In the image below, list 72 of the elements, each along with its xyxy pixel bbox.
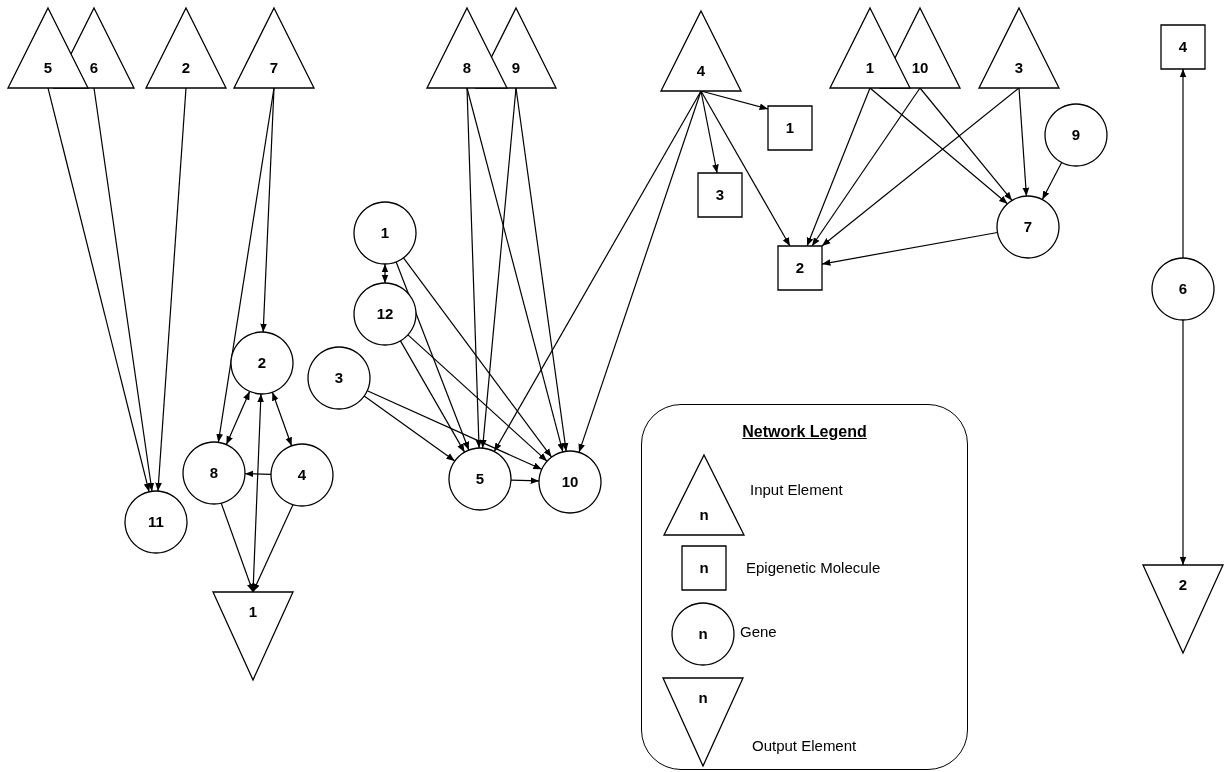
arrow bbox=[1179, 319, 1187, 566]
arrow bbox=[811, 87, 921, 247]
arrow bbox=[480, 87, 517, 449]
node-number: 6 bbox=[1178, 280, 1188, 298]
legend-entry: Epigenetic Molecule bbox=[746, 559, 881, 576]
node-number: 3 bbox=[1014, 59, 1024, 77]
arrow bbox=[1018, 87, 1030, 197]
node-number: 3 bbox=[334, 369, 344, 387]
node-number: 1 bbox=[785, 119, 795, 137]
arrow bbox=[700, 90, 719, 174]
node-number: n bbox=[698, 689, 708, 707]
node-number: 9 bbox=[1071, 126, 1081, 144]
node-number: 4 bbox=[696, 62, 706, 80]
arrow bbox=[578, 90, 702, 453]
node-number: 2 bbox=[795, 259, 805, 277]
arrow bbox=[363, 395, 456, 462]
arrow bbox=[271, 391, 293, 447]
node-number: 1 bbox=[865, 59, 875, 77]
arrow bbox=[407, 334, 548, 462]
node-number: n bbox=[698, 625, 708, 643]
node-number: 9 bbox=[511, 59, 521, 77]
legend-entry: Output Element bbox=[752, 737, 857, 754]
legend-title: Network Legend bbox=[741, 423, 868, 441]
arrow bbox=[244, 470, 272, 478]
arrow bbox=[155, 87, 187, 492]
node-number: 2 bbox=[257, 354, 267, 372]
node-number: 6 bbox=[89, 59, 99, 77]
arrow bbox=[220, 502, 254, 593]
node-number: 11 bbox=[148, 513, 164, 531]
legend-entry: Input Element bbox=[750, 481, 843, 498]
arrow bbox=[510, 477, 540, 485]
node-number: 12 bbox=[376, 305, 394, 323]
arrow bbox=[381, 263, 389, 284]
arrow bbox=[493, 90, 702, 453]
node-number: 1 bbox=[380, 224, 390, 242]
node-number: 5 bbox=[475, 470, 485, 488]
node-number: 8 bbox=[462, 59, 472, 77]
arrow bbox=[225, 390, 251, 446]
arrow bbox=[700, 90, 791, 247]
arrow bbox=[395, 261, 470, 451]
node-number: 1 bbox=[248, 603, 258, 621]
arrow bbox=[806, 87, 871, 247]
node-number: 4 bbox=[297, 466, 307, 484]
node-number: 10 bbox=[911, 59, 929, 77]
node-number: n bbox=[699, 559, 709, 577]
arrow bbox=[216, 87, 275, 443]
arrow bbox=[366, 390, 543, 470]
arrow bbox=[869, 87, 1009, 205]
node-number: 2 bbox=[181, 59, 191, 77]
arrow bbox=[466, 87, 564, 453]
arrow bbox=[93, 87, 155, 492]
arrow bbox=[1179, 68, 1187, 259]
legend-entry: Gene bbox=[740, 623, 777, 640]
arrow bbox=[260, 87, 275, 333]
node-number: 3 bbox=[715, 186, 725, 204]
node-number: 7 bbox=[269, 59, 279, 77]
node-number: 2 bbox=[1178, 576, 1188, 594]
arrow bbox=[466, 87, 483, 449]
arrow bbox=[821, 87, 1020, 247]
arrow bbox=[47, 87, 151, 493]
arrow bbox=[515, 87, 569, 452]
arrow bbox=[252, 504, 294, 593]
node-number: 8 bbox=[209, 464, 219, 482]
node-number: 4 bbox=[1178, 38, 1188, 56]
arrow bbox=[399, 340, 466, 453]
node-number: 5 bbox=[43, 59, 53, 77]
node-number: 7 bbox=[1023, 218, 1033, 236]
arrow bbox=[1041, 161, 1063, 201]
arrow bbox=[919, 87, 1013, 202]
node-number: n bbox=[699, 506, 709, 524]
arrow bbox=[402, 257, 553, 458]
node-number: 10 bbox=[561, 473, 579, 491]
